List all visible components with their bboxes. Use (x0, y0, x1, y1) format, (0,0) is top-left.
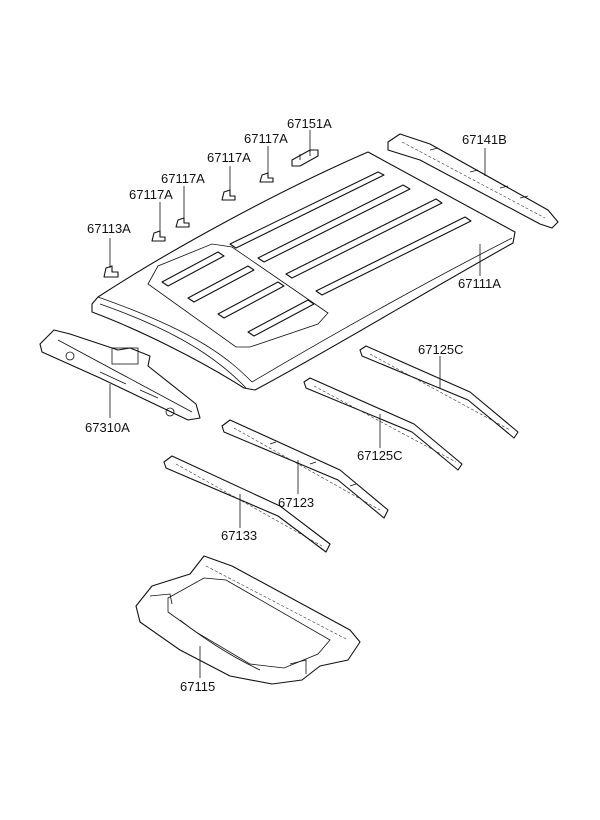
bow-67125C-lower (303, 377, 463, 471)
bracket-67113A (103, 265, 119, 278)
label-67117A-4: 67117A (244, 131, 288, 146)
rail-67141B (387, 133, 559, 229)
bow-67125C-upper (359, 345, 519, 439)
bow-67123 (221, 419, 389, 519)
label-67133: 67133 (221, 528, 257, 543)
label-67125C-lower: 67125C (357, 448, 403, 463)
bracket-67151A (291, 149, 319, 167)
bow-67133 (163, 455, 331, 553)
bracket-67117A-4 (259, 172, 274, 183)
bracket-67117A-1 (151, 230, 166, 242)
sunroof-frame-67115 (135, 555, 361, 685)
label-67111A: 67111A (458, 276, 501, 291)
label-67151A: 67151A (287, 116, 332, 131)
label-67117A-2: 67117A (161, 171, 205, 186)
label-67115: 67115 (180, 679, 215, 694)
bracket-67117A-3 (221, 189, 236, 201)
label-67113A: 67113A (87, 221, 131, 236)
label-67141B: 67141B (462, 132, 507, 147)
label-67117A-1: 67117A (129, 187, 173, 202)
label-67117A-3: 67117A (207, 150, 251, 165)
label-67310A: 67310A (85, 420, 130, 435)
label-67123: 67123 (278, 495, 314, 510)
roof-panel (91, 151, 516, 391)
bracket-67117A-2 (175, 217, 190, 228)
rail-67310A (39, 329, 201, 421)
leader-lines (109, 130, 486, 678)
label-67125C-upper: 67125C (418, 342, 464, 357)
